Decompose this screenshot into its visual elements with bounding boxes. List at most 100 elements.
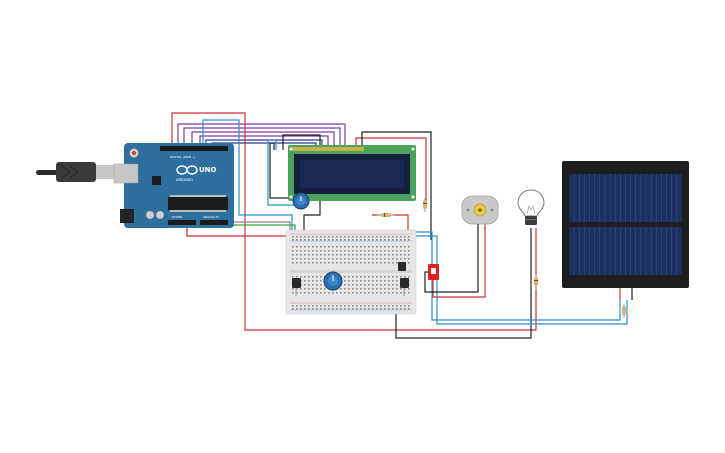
breadboard-hole [396,288,398,290]
breadboard-hole [304,258,306,260]
breadboard-hole [304,239,306,241]
breadboard-hole [300,250,302,252]
breadboard-hole [396,276,398,278]
slide-switch[interactable] [428,264,439,280]
breadboard-hole [408,254,410,256]
breadboard-hole [304,254,306,256]
breadboard-hole [372,292,374,294]
wire-black-lcd-2[interactable] [269,142,296,199]
lcd-display[interactable] [288,145,416,201]
potentiometer-breadboard[interactable] [323,271,343,291]
wire-red-lcd[interactable] [355,137,427,205]
breadboard-hole [328,292,330,294]
breadboard-hole [356,254,358,256]
lcd-mount-hole-tr [411,147,415,151]
breadboard-hole [392,308,394,310]
breadboard[interactable] [285,229,417,315]
wire-purple-1[interactable] [177,123,346,150]
breadboard-hole [380,250,382,252]
breadboard-hole [408,246,410,248]
breadboard-hole [352,280,354,282]
wire-green-arduino[interactable] [232,224,296,285]
wire-black-lcd-3[interactable] [361,131,432,240]
wire-red-switch-motor[interactable] [432,228,486,298]
potentiometer-lcd[interactable] [292,192,310,210]
breadboard-hole [364,284,366,286]
breadboard-hole [324,254,326,256]
solar-panel[interactable] [562,161,689,288]
breadboard-hole [316,276,318,278]
breadboard-hole [388,254,390,256]
breadboard-hole [388,246,390,248]
breadboard-hole [384,246,386,248]
breadboard-hole [372,288,374,290]
breadboard-hole [384,292,386,294]
dc-motor[interactable] [461,195,499,230]
wire-black-switch-motor[interactable] [424,228,479,293]
slide-switch-toggle[interactable] [431,268,436,274]
breadboard-hole [360,254,362,256]
breadboard-hole [348,239,350,241]
arduino-pin-text-analog: ANALOG IN [203,215,219,219]
arduino-capacitor-2 [155,210,165,220]
breadboard-hole [308,254,310,256]
breadboard-hole [372,258,374,260]
breadboard-hole [364,288,366,290]
wire-purple-2[interactable] [183,127,341,150]
wire-purple-3[interactable] [191,131,335,150]
breadboard-hole [396,239,398,241]
breadboard-hole [372,280,374,282]
transistor-breadboard[interactable] [398,262,406,271]
breadboard-hole [400,250,402,252]
breadboard-hole [332,246,334,248]
breadboard-hole [348,292,350,294]
breadboard-hole [292,292,294,294]
resistor-motor[interactable] [423,198,427,212]
breadboard-hole [340,262,342,264]
breadboard-hole [376,288,378,290]
breadboard-hole [348,262,350,264]
temp-sensor-right[interactable] [400,278,409,296]
breadboard-hole [360,305,362,307]
breadboard-hole [312,258,314,260]
light-bulb[interactable] [517,189,545,225]
resistor-solar-2[interactable] [622,304,626,318]
breadboard-hole [376,284,378,286]
breadboard-hole [300,276,302,278]
breadboard-hole [408,308,410,310]
breadboard-hole [372,254,374,256]
breadboard-hole [360,288,362,290]
resistor-solar-2-body [622,306,626,315]
breadboard-hole [364,236,366,238]
breadboard-hole [364,246,366,248]
breadboard-hole [392,292,394,294]
wire-blue-lcd-1[interactable] [267,139,300,206]
breadboard-hole [364,254,366,256]
breadboard-hole [360,239,362,241]
wire-resistor-lcd[interactable] [372,214,409,232]
breadboard-hole [320,276,322,278]
breadboard-hole [384,250,386,252]
breadboard-hole [336,305,338,307]
arduino-capacitor-1 [145,210,155,220]
wire-gray-arduino[interactable] [232,221,291,232]
temp-sensor-left[interactable] [292,278,301,296]
wire-blue-breadboard-1[interactable] [402,231,621,321]
breadboard-hole [352,246,354,248]
breadboard-hole [388,250,390,252]
breadboard-hole [400,276,402,278]
breadboard-hole [316,258,318,260]
wire-blue-arduino-top[interactable] [202,119,293,232]
wire-purple-4[interactable] [199,135,329,150]
arduino-uno[interactable]: UNO ARDUINO DIGITAL (PWM~) POWER ANALOG … [113,143,234,228]
breadboard-hole [392,246,394,248]
breadboard-hole [400,308,402,310]
resistor-lcd[interactable] [377,213,395,217]
breadboard-hole [388,308,390,310]
wire-blue-breadboard-2[interactable] [410,235,628,325]
breadboard-hole [404,239,406,241]
breadboard-hole [324,258,326,260]
breadboard-hole [392,254,394,256]
resistor-solar[interactable] [534,274,538,290]
breadboard-hole [336,239,338,241]
